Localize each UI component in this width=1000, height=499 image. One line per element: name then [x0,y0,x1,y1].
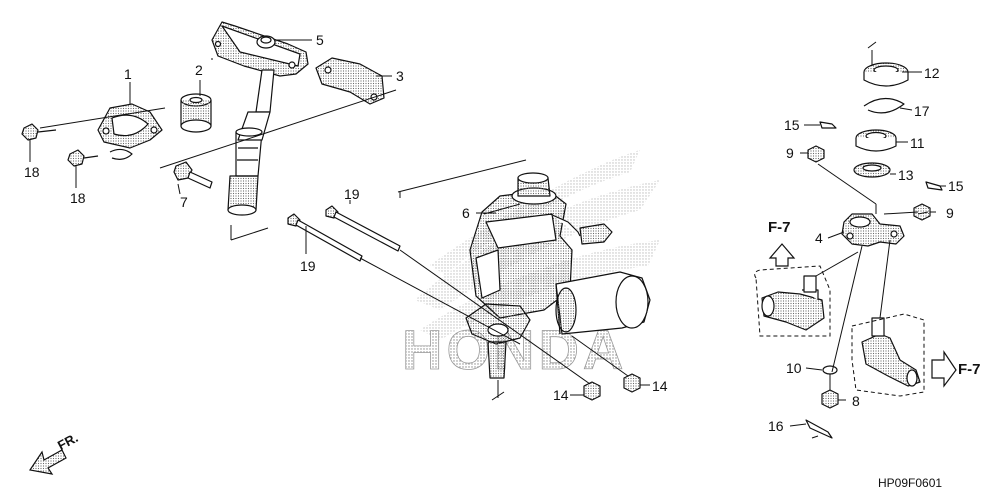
f7-reference-top: F-7 [768,219,791,236]
eps-unit [469,172,613,319]
eps-lower-output [465,303,531,379]
callout-16: 16 [768,418,784,434]
callout-9-left: 9 [786,145,794,161]
callout-13: 13 [898,167,914,183]
callout-7: 7 [180,194,188,210]
callout-2: 2 [195,62,203,78]
circlip-17 [863,97,905,114]
callout-18-upper: 18 [24,164,40,180]
nut-9-left [807,145,825,163]
callout-14-left: 14 [553,387,569,403]
callout-18-lower: 18 [70,190,86,206]
cotter-pin-15-left [819,121,837,129]
callout-4: 4 [815,230,823,246]
callout-6: 6 [462,205,470,221]
callout-19-upper: 19 [344,186,360,202]
bolt-7 [173,161,213,189]
steering-column-shaft [227,69,275,216]
column-lower-holder [97,103,163,149]
tie-rod-end-right [861,317,921,387]
front-direction-arrow-icon [28,449,67,475]
callout-19-lower: 19 [300,258,316,274]
pitman-arm [841,213,905,247]
oil-seal-12 [863,62,909,87]
callout-3: 3 [396,68,404,84]
bolt-18-upper [21,123,57,141]
callout-15-left: 15 [784,117,800,133]
nut-14-left [583,381,601,401]
nut-8 [821,389,839,409]
eps-motor [555,271,651,335]
diagram-code: HP09F0601 [878,476,943,490]
f7-reference-right: F-7 [958,361,981,378]
callout-17: 17 [914,103,930,119]
bolt-18-lower [67,149,99,167]
column-upper-holder [211,21,309,77]
bolt-19-lower [287,213,363,262]
washer-10 [822,365,838,375]
holder-clip [109,148,133,160]
cotter-pin-16 [805,419,833,439]
f7-up-arrow-icon [768,243,796,267]
nut-9-right [913,203,931,221]
callout-15-right: 15 [948,178,964,194]
callout-8: 8 [852,393,860,409]
callout-1: 1 [124,66,132,82]
callout-10: 10 [786,360,802,376]
callout-12: 12 [924,65,940,81]
column-bush [180,93,212,133]
callout-9-right: 9 [946,205,954,221]
tie-rod-end-left [761,275,825,331]
cotter-pin-15-right [925,181,943,191]
tie-rod-left-dashed-box [754,265,831,337]
f7-right-arrow-icon [931,350,957,388]
oil-seal-13 [853,162,891,178]
column-holder-plate [315,57,385,105]
callout-11: 11 [910,135,925,151]
callout-5: 5 [316,32,324,48]
tie-rod-right-dashed-box [851,313,925,397]
bolt-19-upper [325,205,401,252]
callout-14-right: 14 [652,378,668,394]
nut-14-right [623,373,641,393]
bearing-11 [855,129,897,152]
